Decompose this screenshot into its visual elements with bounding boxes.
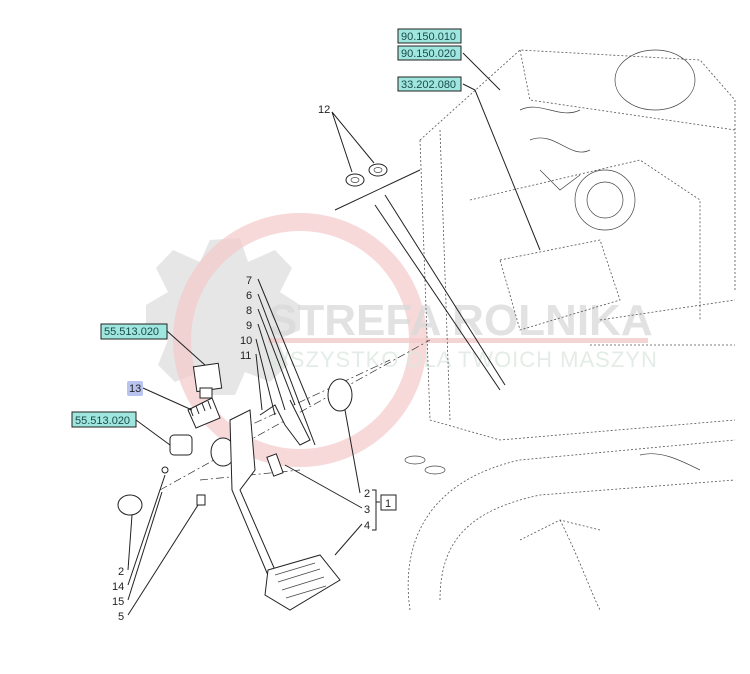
watermark-tagline: WSZYSTKO DLA TWOICH MASZYN xyxy=(268,347,658,372)
svg-text:90.150.010[interactable]: 90.150.010 xyxy=(401,31,456,43)
watermark-logo: STREFA ROLNIKA WSZYSTKO DLA TWOICH MASZY… xyxy=(146,213,658,467)
reference-90-150-010[interactable]: 90.150.010 xyxy=(397,28,462,44)
callout-5: 5 xyxy=(118,611,124,623)
reference-90-150-020[interactable]: 90.150.020 xyxy=(397,45,462,61)
grommets xyxy=(334,163,421,211)
callout-2-right: 2 xyxy=(364,488,370,500)
svg-text:55.513.020[interactable]: 55.513.020 xyxy=(104,326,159,338)
callout-11: 11 xyxy=(240,350,251,362)
callout-2-left: 2 xyxy=(118,566,124,578)
clutch-pedal-assembly xyxy=(117,339,431,611)
callout-1-box: 1 xyxy=(385,498,391,510)
svg-text:55.513.020[interactable]: 55.513.020 xyxy=(75,415,130,427)
reference-55-513-020-upper[interactable]: 55.513.020 xyxy=(100,323,168,340)
watermark-brand: STREFA ROLNIKA xyxy=(268,296,653,345)
callout-7: 7 xyxy=(246,275,252,287)
callout-13-highlighted[interactable]: 13 xyxy=(127,381,143,396)
callout-numbers: 12 7 6 8 9 10 11 2 3 4 1 2 14 15 5 xyxy=(112,104,397,623)
leader-lines xyxy=(127,52,541,616)
callout-14: 14 xyxy=(112,581,124,593)
reference-55-513-020-lower[interactable]: 55.513.020 xyxy=(71,411,137,428)
tractor-chassis xyxy=(404,49,736,611)
callout-6: 6 xyxy=(246,290,252,302)
callout-12: 12 xyxy=(318,104,330,116)
reference-33-202-080[interactable]: 33.202.080 xyxy=(397,76,462,92)
callout-10: 10 xyxy=(240,335,252,347)
callout-15: 15 xyxy=(112,596,124,608)
svg-text:13[interactable]: 13 xyxy=(129,383,141,395)
callout-9: 9 xyxy=(246,320,252,332)
callout-8: 8 xyxy=(246,305,252,317)
svg-text:33.202.080[interactable]: 33.202.080 xyxy=(401,79,456,91)
callout-4: 4 xyxy=(364,520,370,532)
callout-3: 3 xyxy=(364,504,370,516)
svg-text:90.150.020[interactable]: 90.150.020 xyxy=(401,48,456,60)
